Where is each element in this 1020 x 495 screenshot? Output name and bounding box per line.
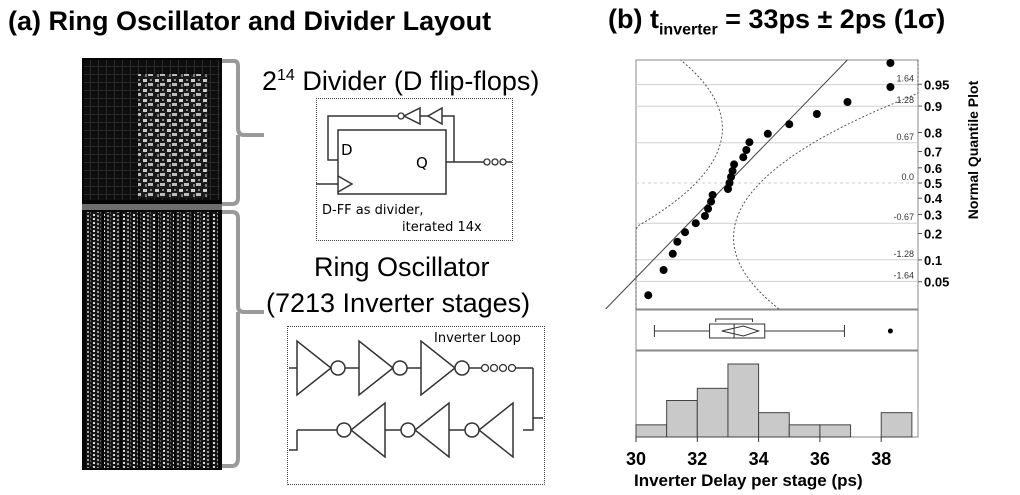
data-point [785,120,794,129]
histogram-bar [666,400,698,438]
outlier-point [887,328,893,334]
probability-tick-label: 0.5 [924,176,942,191]
inverter-loop-box [287,326,545,485]
x-tick-label: 36 [810,449,830,469]
data-point [668,249,677,258]
x-axis-title: Inverter Delay per stage (ps) [634,471,863,490]
divider-label: 214 Divider (D flip-flops) [262,66,540,96]
probability-tick-label: 0.3 [924,207,942,222]
data-point [739,153,748,162]
data-point [644,291,653,300]
panel-b-title: (b) tinverter = 33ps ± 2ps (1σ) [608,4,946,39]
data-point [763,129,772,138]
probability-tick-label: 0.6 [924,161,942,176]
dff-caption-line2: iterated 14x [402,220,482,235]
data-point [730,160,739,169]
inverter-icon [413,401,450,459]
data-point [742,146,751,154]
data-point [673,237,682,246]
inverter-loop-label: Inverter Loop [434,331,521,346]
panel-a-title: (a) Ring Oscillator and Divider Layout [8,6,492,36]
data-point [723,185,732,193]
histogram-bar [788,424,821,438]
histogram-bars [635,363,913,438]
x-axis-tick-labels: 30 32 34 36 38 [626,437,891,469]
z-tick-label: 0.67 [896,132,914,142]
inverter-icon [420,339,457,397]
z-tick-label: -0.67 [893,212,914,222]
data-point [659,266,668,274]
probability-axis-labels: 0.95 0.9 0.8 0.70.60.50.40.3 0.2 0.1 0.05 [918,77,949,290]
quantile-plot-frame [635,59,919,310]
histogram-bar [696,387,729,438]
box-plot-frame [635,309,919,351]
divider-bracket [222,59,264,142]
histogram-bar [727,363,760,438]
quantile-axis-title: Normal Quantile Plot [965,80,981,219]
chip-layout-image [82,58,222,470]
histogram-bar [819,424,852,438]
histogram-bar [758,412,790,438]
data-point [700,212,709,220]
iqr-box [709,323,766,339]
clock-triangle-icon [337,175,354,193]
data-point [886,83,895,91]
histogram-bar [635,424,668,438]
quantile-gridlines [636,84,918,282]
data-point [812,110,821,118]
upper-confidence-band [635,59,723,309]
probability-tick-label: 0.7 [924,145,942,160]
box-plot [653,318,893,339]
z-tick-label: -1.28 [893,249,914,259]
data-point [886,59,895,67]
probability-tick-label: 0.4 [924,191,943,206]
shortest-half-bracket [715,318,753,322]
data-point [725,179,734,187]
inverter-icon [349,401,386,459]
x-tick-label: 30 [626,449,646,469]
data-point [707,197,716,206]
dff-d-label: D [341,141,353,159]
probability-tick-label: 0.8 [924,126,942,141]
inverter-icon [296,339,333,397]
x-tick-label: 38 [871,449,891,469]
inverter-icon [477,401,514,459]
dff-caption-line1: D-FF as divider, [322,203,424,218]
probability-tick-label: 0.2 [924,226,942,241]
data-point [728,167,737,175]
data-point [708,191,717,199]
data-point [691,219,700,228]
z-tick-label: 0.0 [901,172,914,182]
dff-schematic [316,106,512,195]
lower-confidence-band [732,60,919,310]
inverter-icon [358,339,395,397]
data-point [704,204,713,213]
x-tick-label: 34 [749,449,769,469]
layout-brackets [222,59,264,468]
probability-tick-label: 0.95 [924,77,949,92]
z-tick-label: 1.64 [896,74,914,84]
mean-diamond [721,325,761,337]
data-point [745,138,754,147]
probability-tick-label: 0.9 [924,99,942,114]
quantile-points [644,59,895,300]
data-point [727,173,736,181]
quantile-z-labels: 1.64 1.28 0.67 0.0 -0.67 -1.28 -1.64 [893,74,914,281]
probability-tick-label: 0.05 [924,275,949,290]
x-tick-label: 32 [687,449,707,469]
histogram-bar [880,412,913,438]
dff-q-label: Q [416,154,428,172]
data-point [843,98,852,106]
data-point [681,228,690,237]
ring-oscillator-bracket [222,210,264,468]
ring-oscillator-stages-label: (7213 Inverter stages) [266,288,531,318]
ring-oscillator-label: Ring Oscillator [314,252,490,282]
z-tick-label: -1.64 [893,270,914,280]
probability-tick-label: 0.1 [924,253,942,268]
inverter-loop-schematic [289,339,543,459]
dff-schematic-box [316,98,513,241]
z-tick-label: 1.28 [896,95,914,105]
feedback-inverter-icon [426,106,443,126]
